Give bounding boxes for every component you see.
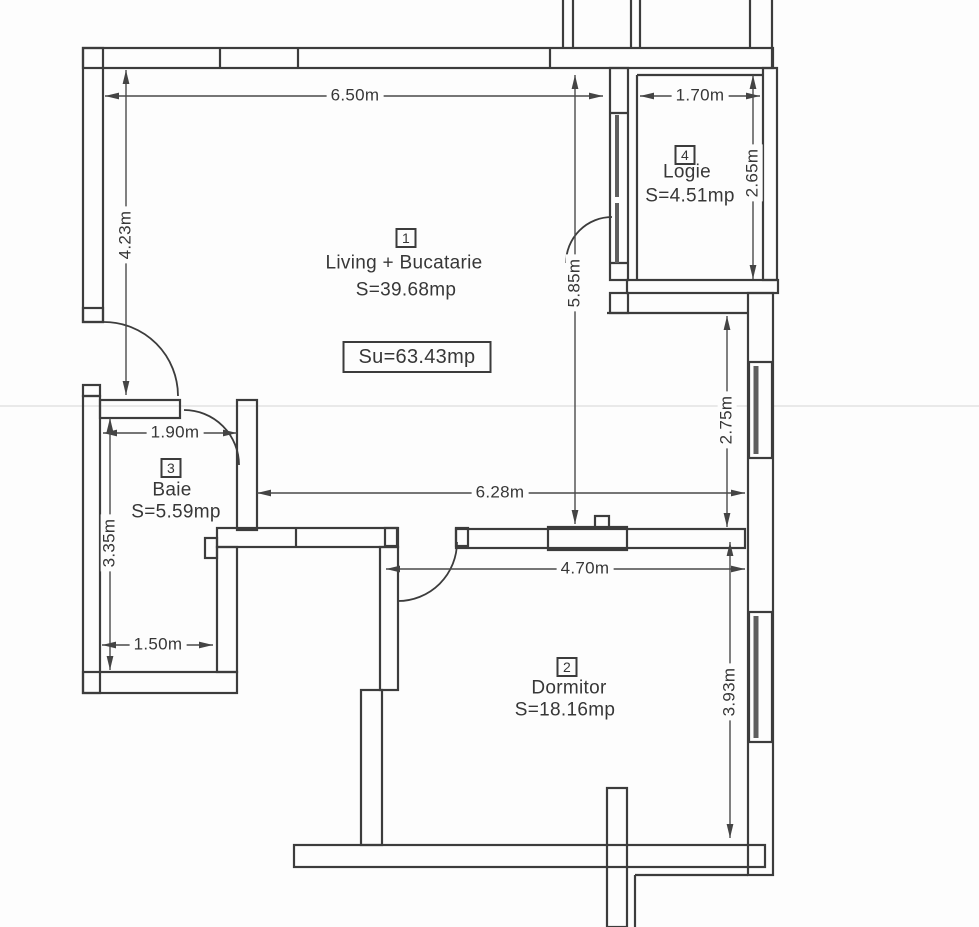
wall-dormitor-top: [454, 527, 747, 550]
room-logie-area: S=4.51mp: [645, 185, 735, 207]
dim-label-hall-width: 6.28m: [471, 483, 529, 503]
dim-label-logie-height: 2.65m: [743, 144, 763, 202]
room-living-area: S=39.68mp: [355, 279, 457, 301]
door-jamb-dormitor-left: [383, 526, 399, 548]
room-dormitor-area: S=18.16mp: [514, 699, 616, 721]
dim-label-living-right-height: 2.75m: [717, 391, 737, 449]
windows: [615, 115, 774, 744]
wall-logie-right: [761, 66, 779, 282]
wall-strip-bottom: [605, 786, 629, 927]
wall-dormitor-top-bump: [593, 514, 611, 530]
door-dormitor-arc: [397, 541, 458, 602]
room-baie-number: 3: [160, 458, 182, 478]
wall-baie-top: [98, 398, 182, 420]
wall-left-upper-cap: [81, 306, 105, 324]
wall-dormitor-left-lower: [359, 688, 384, 847]
window-dormitor: [747, 610, 774, 744]
wall-left-lower: [81, 394, 102, 695]
room-baie-area: S=5.59mp: [131, 501, 221, 523]
dim-label-living-height: 5.85m: [565, 254, 585, 312]
room-dormitor-name: Dormitor: [531, 677, 607, 699]
door-entrance-arc: [103, 321, 179, 397]
room-baie-name: Baie: [152, 479, 192, 501]
dim-label-dormitor-width: 4.70m: [556, 559, 614, 579]
wall-left-lower-cap: [81, 383, 102, 398]
dim-label-living-width: 6.50m: [326, 86, 384, 106]
wall-dormitor-top-plinth: [546, 525, 629, 552]
dim-label-baie-width: 1.90m: [146, 423, 204, 443]
wall-left-upper: [81, 46, 105, 324]
dim-label-baie-lower-width: 1.50m: [129, 635, 187, 655]
room-logie-number: 4: [674, 145, 696, 165]
room-living-name: Living + Bucatarie: [325, 252, 483, 274]
dim-label-logie-width: 1.70m: [671, 86, 729, 106]
window-living: [747, 360, 774, 460]
exterior-walls: [81, 0, 780, 927]
wall-living-logie: [608, 66, 630, 282]
room-dormitor-number: 2: [556, 657, 578, 677]
dim-label-living-left-height: 4.23m: [116, 206, 136, 264]
room-logie-name: Logie: [663, 161, 711, 183]
total-area-box: Su=63.43mp: [342, 341, 492, 373]
dim-label-baie-height: 3.35m: [100, 514, 120, 572]
dim-label-dormitor-height: 3.93m: [720, 663, 740, 721]
wall-mid-pilaster: [203, 536, 219, 560]
door-baie-arc: [183, 409, 240, 466]
wall-dormitor-bottom: [292, 843, 767, 869]
logie-slab: [625, 278, 780, 295]
wall-baie-bottom: [81, 670, 239, 695]
wall-baie-door-side: [235, 398, 259, 532]
wall-top: [81, 46, 775, 70]
room-living-number: 1: [395, 228, 417, 248]
under-logie-stub: [608, 291, 630, 315]
interior-walls: [98, 66, 747, 847]
wall-baie-right-lower: [215, 545, 239, 674]
